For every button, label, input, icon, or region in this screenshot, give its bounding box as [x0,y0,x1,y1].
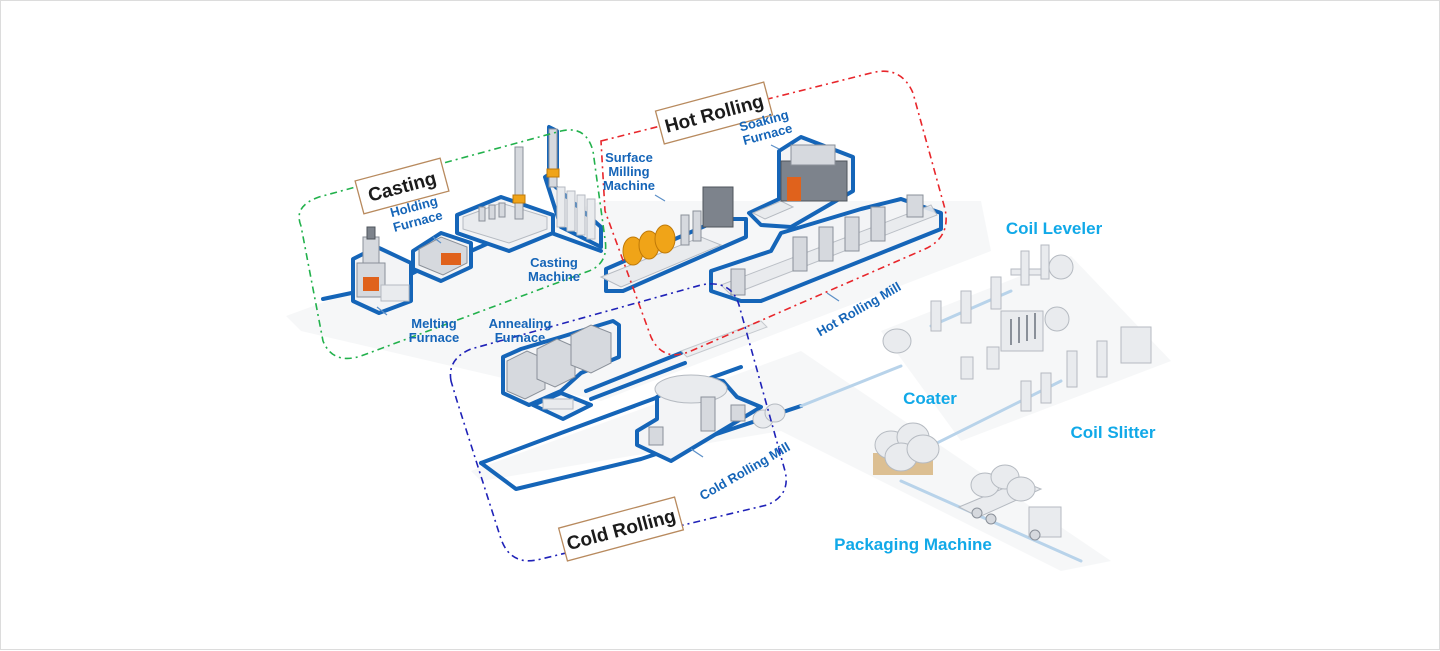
annealing-feed-line [584,351,683,393]
packaging-machine-label: Packaging Machine [834,535,992,554]
svg-text:Casting: Casting [530,255,578,270]
hot-rolling-stage-boundary [600,70,947,356]
coil-leveler-equipment [882,244,1074,354]
soaking-furnace-equipment [747,135,855,229]
holding-furnace-equipment [411,231,473,283]
svg-text:Melting: Melting [411,316,457,331]
svg-text:Surface: Surface [605,150,653,165]
svg-text:Machine: Machine [528,269,580,284]
coater-rollers [1010,313,1036,345]
milling-rollers [622,224,676,266]
svg-text:Annealing: Annealing [489,316,552,331]
casting-machine-equipment [455,146,555,253]
cold-rolling-stage-label: Cold Rolling [557,496,685,562]
cold-rolling-mill-equipment [635,374,786,463]
coater-equipment [960,306,1070,380]
annealing-furnace-label: Annealing Furnace [489,316,552,345]
casting-machine-label: Casting Machine [528,255,580,284]
cold-rolling-flow-line [479,365,743,465]
melting-furnace-equipment [351,226,413,315]
casting-stage-boundary [298,129,607,360]
ingot-rack [556,186,596,240]
svg-text:Furnace: Furnace [495,330,546,345]
rolling-stands [730,194,924,296]
surface-milling-machine-label: Surface Milling Machine [603,150,655,193]
coil-leveler-label: Coil Leveler [1006,219,1103,238]
svg-text:Milling: Milling [608,164,649,179]
leader-lines [376,144,840,458]
coil-slitter-equipment [1020,326,1152,412]
melting-furnace-label: Melting Furnace [409,316,460,345]
cold-rolling-mill-label: Cold Rolling Mill [697,439,793,503]
svg-text:Furnace: Furnace [409,330,460,345]
svg-text:Cold Rolling Mill: Cold Rolling Mill [697,439,793,503]
annealing-furnace-equipment [501,319,621,421]
finishing-line-1 [799,364,903,408]
stack-tower-equipment [543,125,603,249]
packaging-truck [957,464,1062,541]
coater-label: Coater [903,389,957,408]
hot-rolling-mill-equipment [680,194,943,358]
surface-milling-equipment [599,186,748,293]
coil-stack [873,422,940,475]
coil-slitter-label: Coil Slitter [1070,423,1155,442]
svg-text:Machine: Machine [603,178,655,193]
annealing-feed-line-2 [589,361,687,401]
